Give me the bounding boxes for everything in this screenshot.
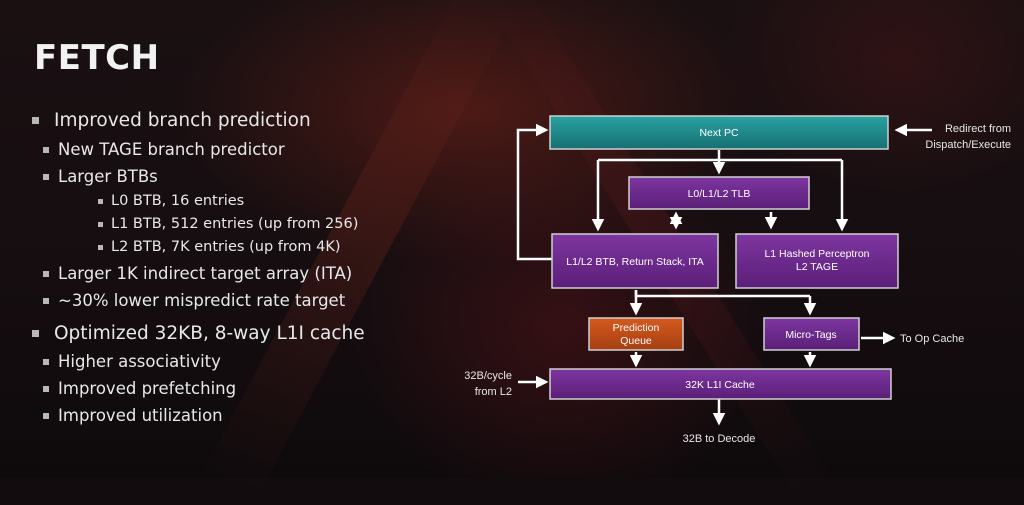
bullet-item: Improved prefetching xyxy=(43,379,237,398)
bullet-marker xyxy=(98,222,103,227)
l1i-cache-box: 32K L1I Cache xyxy=(549,368,892,400)
btb-box: L1/L2 BTB, Return Stack, ITA xyxy=(551,233,719,289)
tlb-box: L0/L1/L2 TLB xyxy=(628,176,810,210)
bullet-marker xyxy=(43,359,49,365)
redirect-label-line1: Redirect from xyxy=(945,123,1011,135)
bullet-text: ~30% lower mispredict rate target xyxy=(58,291,346,310)
bullet-item: Improved utilization xyxy=(43,406,223,425)
next-pc-label: Next PC xyxy=(699,127,739,139)
bullet-marker xyxy=(43,298,49,304)
perceptron-box: L1 Hashed Perceptron L2 TAGE xyxy=(735,233,899,289)
slide-title: FETCH xyxy=(34,38,160,78)
bullet-text: Larger BTBs xyxy=(58,167,158,186)
tlb-label: L0/L1/L2 TLB xyxy=(688,188,751,200)
fill-label-line1: 32B/cycle xyxy=(464,370,512,382)
bullet-text: Improved utilization xyxy=(58,406,223,425)
bullet-marker xyxy=(43,386,49,392)
to-decode-label: 32B to Decode xyxy=(683,433,756,445)
redirect-label-line2: Dispatch/Execute xyxy=(925,139,1011,151)
bullet-marker xyxy=(98,245,103,250)
prediction-queue-label-line2: Queue xyxy=(620,335,652,347)
feedback-arrow xyxy=(516,123,552,261)
bullet-item: Improved branch prediction xyxy=(32,110,311,131)
bullet-item: Larger BTBs xyxy=(43,167,158,186)
bullet-marker xyxy=(98,199,103,204)
micro-tags-label: Micro-Tags xyxy=(785,329,836,341)
bullet-item: L2 BTB, 7K entries (up from 4K) xyxy=(98,239,341,255)
prediction-queue-label-line1: Prediction xyxy=(613,322,660,334)
bullet-text: New TAGE branch predictor xyxy=(58,140,285,159)
btb-label: L1/L2 BTB, Return Stack, ITA xyxy=(566,256,704,268)
bullet-item: Optimized 32KB, 8-way L1I cache xyxy=(32,323,365,344)
bullet-text: Larger 1K indirect target array (ITA) xyxy=(58,264,353,283)
bullet-text: L0 BTB, 16 entries xyxy=(111,193,245,209)
fetch-block-diagram: Next PC L0/L1/L2 TLB L1/L2 BTB, Return S… xyxy=(464,115,1011,445)
bullet-marker xyxy=(32,117,39,124)
bullet-marker xyxy=(43,174,49,180)
bullet-text: L1 BTB, 512 entries (up from 256) xyxy=(111,216,359,232)
perceptron-label-line2: L2 TAGE xyxy=(796,261,838,273)
bullet-text: Improved branch prediction xyxy=(54,110,311,131)
diagram-connectors xyxy=(516,123,932,426)
to-op-cache-label: To Op Cache xyxy=(900,333,964,345)
prediction-queue-box: Prediction Queue xyxy=(588,317,684,351)
bullet-item: ~30% lower mispredict rate target xyxy=(43,291,346,310)
bullet-item: Higher associativity xyxy=(43,352,221,371)
bullet-marker xyxy=(32,330,39,337)
bullet-marker xyxy=(43,413,49,419)
bullet-item: Larger 1K indirect target array (ITA) xyxy=(43,264,353,283)
perceptron-label-line1: L1 Hashed Perceptron xyxy=(764,248,869,260)
bullet-marker xyxy=(43,147,49,153)
bullet-item: L0 BTB, 16 entries xyxy=(98,193,245,209)
bullet-text: L2 BTB, 7K entries (up from 4K) xyxy=(111,239,341,255)
connector-line xyxy=(634,290,810,298)
l1i-cache-label: 32K L1I Cache xyxy=(685,379,755,391)
bullet-marker xyxy=(43,271,49,277)
fill-label-line2: from L2 xyxy=(475,386,512,398)
bullet-text: Higher associativity xyxy=(58,352,221,371)
bullet-text: Improved prefetching xyxy=(58,379,237,398)
micro-tags-box: Micro-Tags xyxy=(763,317,860,351)
next-pc-box: Next PC xyxy=(549,115,889,150)
bullet-text: Optimized 32KB, 8-way L1I cache xyxy=(54,323,365,344)
bullet-item: L1 BTB, 512 entries (up from 256) xyxy=(98,216,359,232)
bullet-item: New TAGE branch predictor xyxy=(43,140,285,159)
